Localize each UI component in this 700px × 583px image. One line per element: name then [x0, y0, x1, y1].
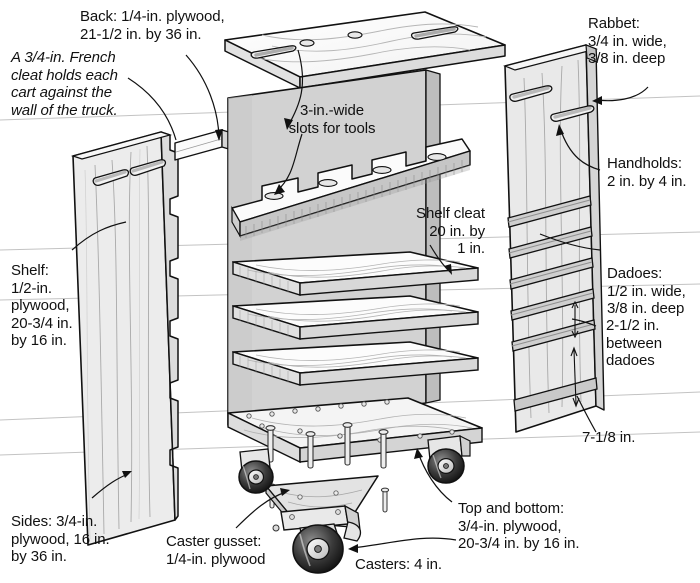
french-cleat	[174, 129, 233, 161]
callout-sides: Sides: 3/4-in. plywood, 16 in. by 36 in.	[11, 513, 110, 565]
callout-casters: Casters: 4 in.	[355, 556, 442, 573]
shelf	[232, 251, 479, 296]
dado	[510, 288, 595, 321]
handhold-slot	[250, 45, 297, 59]
callout-back: Back: 1/4-in. plywood, 21-1/2 in. by 36 …	[80, 8, 225, 43]
dado	[513, 377, 598, 412]
dimension-bottom	[570, 346, 580, 408]
callout-french-cleat: A 3/4-in. French cleat holds each cart a…	[11, 49, 118, 119]
callout-handholds: Handholds: 2 in. by 4 in.	[607, 155, 687, 190]
callout-between-dadoes: 2-1/2 in. between dadoes	[606, 317, 663, 369]
bottom-panel	[227, 397, 483, 515]
handhold-slot	[509, 85, 553, 102]
dado	[509, 257, 594, 290]
screw	[265, 422, 389, 469]
caster	[427, 434, 471, 484]
handhold-slot	[550, 105, 595, 122]
shelf	[232, 341, 479, 386]
callout-leaders	[71, 49, 649, 553]
dado	[507, 195, 592, 228]
shelf	[232, 295, 479, 340]
right-side-panel	[503, 44, 605, 433]
callout-shelf-cleat: Shelf cleat 20 in. by 1 in.	[416, 205, 485, 257]
callout-bottom-dimension: 7-1/8 in.	[582, 429, 636, 446]
callout-shelf: Shelf: 1/2-in. plywood, 20-3/4 in. by 16…	[11, 262, 73, 349]
callout-dadoes: Dadoes: 1/2 in. wide, 3/8 in. deep	[607, 265, 686, 317]
caster	[272, 504, 362, 574]
dado	[511, 319, 596, 352]
handhold-slot	[92, 169, 130, 186]
callout-rabbet: Rabbet: 3/4 in. wide, 3/8 in. deep	[588, 15, 667, 67]
handhold-slot	[129, 159, 167, 176]
tool-slot-shelf	[231, 138, 471, 241]
left-side-panel	[70, 131, 179, 546]
callout-caster-gusset: Caster gusset: 1/4-in. plywood	[166, 533, 266, 568]
caster	[238, 448, 274, 494]
dado	[508, 226, 593, 259]
top-panel	[224, 11, 506, 89]
callout-top-bottom: Top and bottom: 3/4-in. plywood, 20-3/4 …	[458, 500, 580, 552]
handhold-slot	[410, 26, 459, 40]
callout-slots: 3-in.-wide slots for tools	[288, 102, 376, 137]
